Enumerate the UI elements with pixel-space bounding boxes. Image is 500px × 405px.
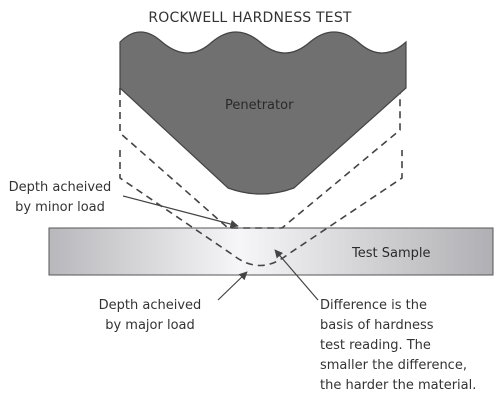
minor-load-label-line-2: by minor load xyxy=(15,200,105,215)
test-sample-block xyxy=(48,227,494,276)
difference-label-line-2: basis of hardness xyxy=(320,318,434,333)
difference-label-line-4: smaller the difference, xyxy=(320,358,467,373)
difference-label: Difference is the basis of hardness test… xyxy=(320,296,498,396)
major-load-label-line-1: Depth acheived xyxy=(98,298,202,313)
minor-load-pointer xyxy=(122,195,239,229)
minor-load-label-line-1: Depth acheived xyxy=(8,180,112,195)
difference-label-line-5: the harder the material. xyxy=(320,378,477,393)
diagram-title: ROCKWELL HARDNESS TEST xyxy=(148,10,352,26)
major-load-label-line-2: by major load xyxy=(105,318,195,333)
penetrator-outline-minor-load xyxy=(119,88,401,229)
penetrator-outline-major-load xyxy=(119,150,403,267)
minor-load-label: Depth acheived by minor load xyxy=(5,178,115,218)
difference-label-line-3: test reading. The xyxy=(320,338,431,353)
major-load-label: Depth acheived by major load xyxy=(85,296,215,336)
penetrator-label: Penetrator xyxy=(225,98,294,113)
penetrator-shape xyxy=(119,31,407,195)
test-sample-label: Test Sample xyxy=(351,246,430,261)
difference-label-line-1: Difference is the xyxy=(320,298,428,313)
difference-pointer xyxy=(274,249,319,301)
major-load-pointer xyxy=(217,271,248,301)
